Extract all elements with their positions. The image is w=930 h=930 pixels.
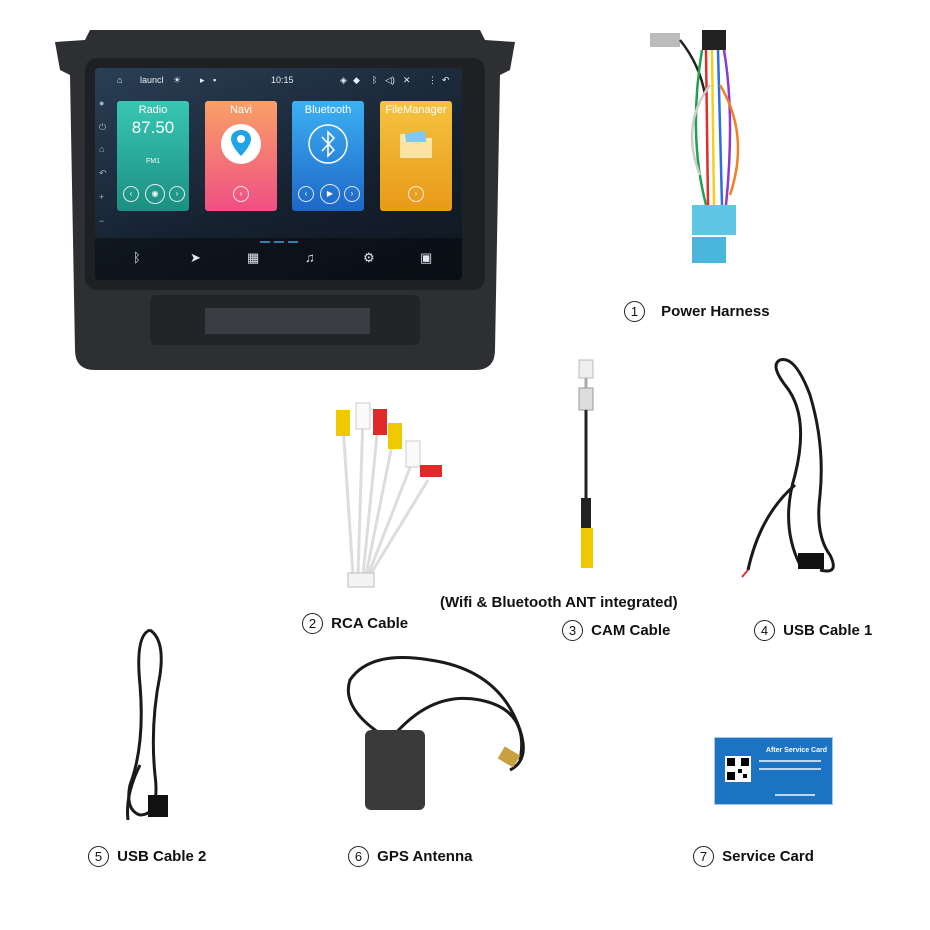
radio-signal-icon[interactable]: ◉	[145, 184, 165, 204]
dock-music-icon[interactable]: ♫	[305, 250, 315, 265]
wifi-icon: ◆	[353, 75, 360, 85]
item-6-number: 6	[348, 846, 369, 867]
bt-next-icon[interactable]: ›	[344, 186, 360, 202]
gps-antenna-image	[346, 656, 525, 810]
page-indicator	[260, 230, 302, 248]
back-icon[interactable]: ↶	[442, 75, 450, 85]
item-3-label: CAM Cable	[591, 622, 671, 639]
usb-cable-2-image	[126, 628, 168, 821]
power-harness-image	[650, 30, 740, 263]
dock-navigation-icon[interactable]: ➤	[190, 250, 201, 265]
gallery-icon: ▪	[213, 75, 217, 85]
bt-play-icon[interactable]: ▶	[320, 184, 340, 204]
mic-icon[interactable]: ●	[99, 98, 105, 108]
qr-code-icon	[725, 756, 751, 782]
dock-camera-icon[interactable]: ▣	[420, 250, 433, 265]
item-3-number: 3	[562, 620, 583, 641]
usb-cable-1-image	[741, 357, 835, 578]
close-icon[interactable]: ✕	[403, 75, 411, 85]
status-bar: ⌂ launcl ☀ ▸ ▪ 10:15 ◈ ◆ ᛒ ◁) ✕ ⋮ ↶	[95, 68, 462, 92]
vol-up-icon[interactable]: +	[99, 192, 105, 202]
item-5-label: USB Cable 2	[117, 848, 207, 865]
power-icon[interactable]: ⏻	[99, 122, 107, 132]
service-card-title: After Service Card	[765, 747, 827, 754]
location-icon: ◈	[340, 75, 347, 85]
card-line	[775, 794, 815, 796]
radio-title: Radio	[138, 104, 168, 116]
vol-down-icon[interactable]: −	[99, 216, 105, 226]
dock-settings-icon[interactable]: ⚙	[363, 250, 375, 265]
radio-prev-icon[interactable]: ‹	[123, 186, 139, 202]
card-line	[759, 768, 821, 770]
radio-next-icon[interactable]: ›	[169, 186, 185, 202]
item-1-label: Power Harness	[661, 303, 770, 320]
item-4-number: 4	[754, 620, 775, 641]
home-icon[interactable]: ⌂	[117, 75, 123, 85]
item-4-caption: 4 USB Cable 1	[754, 620, 872, 641]
home-side-icon[interactable]: ⌂	[99, 144, 105, 154]
cam-cable-image	[578, 359, 594, 568]
item-6-label: GPS Antenna	[377, 848, 473, 865]
item-2-caption: 2 RCA Cable	[302, 613, 408, 634]
dock-bar: ᛒ ➤ ▦ ♫ ⚙ ▣	[95, 238, 462, 280]
bluetooth-icon	[308, 124, 348, 164]
radio-tile[interactable]: Radio 87.50 FM1 ‹ ◉ ›	[117, 101, 189, 211]
side-controls: ● ⏻ ⌂ ↶ + −	[95, 92, 111, 280]
navi-tile[interactable]: Navi ›	[205, 101, 277, 211]
item-6-caption: 6 GPS Antenna	[348, 846, 472, 867]
filemanager-tile[interactable]: FileManager ›	[380, 101, 452, 211]
card-line	[759, 760, 821, 762]
navi-title: Navi	[229, 104, 252, 116]
item-7-number: 7	[693, 846, 714, 867]
clock-time: 10:15	[271, 75, 294, 85]
bluetooth-title: Bluetooth	[304, 104, 352, 116]
item-7-label: Service Card	[722, 848, 814, 865]
bluetooth-tile[interactable]: Bluetooth ‹ ▶ ›	[292, 101, 364, 211]
item-2-number: 2	[302, 613, 323, 634]
item-5-caption: 5 USB Cable 2	[88, 846, 206, 867]
brightness-icon[interactable]: ☀	[173, 75, 182, 85]
cam-note: (Wifi & Bluetooth ANT integrated)	[440, 594, 678, 611]
item-1-number: 1	[624, 301, 645, 322]
bt-prev-icon[interactable]: ‹	[298, 186, 314, 202]
volume-icon[interactable]: ◁)	[385, 75, 395, 85]
item-2-label: RCA Cable	[331, 615, 409, 632]
dock-bluetooth-icon[interactable]: ᛒ	[133, 250, 141, 265]
dock-apps-icon[interactable]: ▦	[247, 250, 260, 265]
fm-go-icon[interactable]: ›	[408, 186, 424, 202]
rca-cable-image	[336, 402, 442, 588]
more-icon[interactable]: ⋮	[428, 75, 437, 85]
navi-go-icon[interactable]: ›	[233, 186, 249, 202]
media-icon: ▸	[200, 75, 205, 85]
filemanager-title: FileManager	[385, 104, 447, 116]
radio-frequency: 87.50	[131, 118, 175, 137]
bluetooth-status-icon: ᛒ	[372, 75, 378, 85]
folder-icon	[400, 130, 432, 158]
item-1-caption: 1 Power Harness	[624, 301, 770, 322]
item-4-label: USB Cable 1	[783, 622, 873, 639]
launcher-label: launcl	[140, 75, 164, 85]
item-7-caption: 7 Service Card	[693, 846, 814, 867]
item-3-caption: 3 CAM Cable	[562, 620, 670, 641]
map-pin-icon	[221, 124, 261, 164]
back-side-icon[interactable]: ↶	[99, 168, 107, 178]
item-5-number: 5	[88, 846, 109, 867]
service-card-image: After Service Card	[714, 737, 833, 805]
infotainment-screen[interactable]: ⌂ launcl ☀ ▸ ▪ 10:15 ◈ ◆ ᛒ ◁) ✕ ⋮ ↶ ● ⏻ …	[95, 68, 462, 280]
radio-band: FM1	[146, 158, 160, 165]
